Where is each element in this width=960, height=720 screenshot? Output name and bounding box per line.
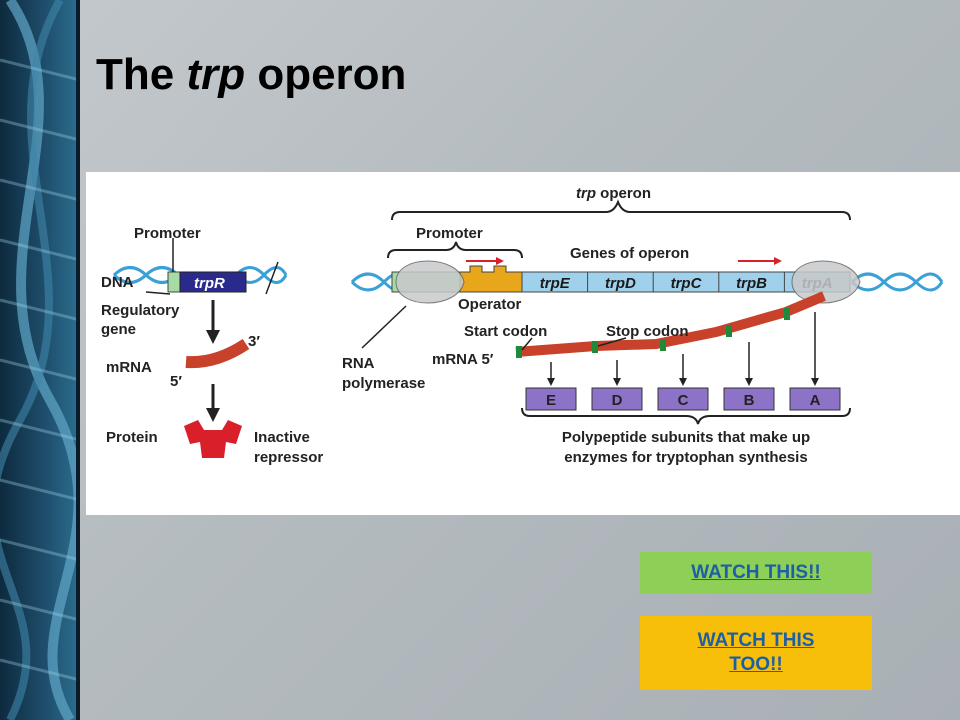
right-mrna-strand [515,291,826,357]
left-mrna-strand [185,338,250,369]
gene-label-trpd: trpD [605,275,636,292]
rna-polymerase-label-line1: RNA [342,355,375,372]
subunit-arrow-head [679,378,687,386]
subunit-box-c [657,387,709,411]
inactive-label-line1: Inactive [254,429,310,446]
operon-label: trp operon [576,185,651,202]
operon-brace [391,199,851,221]
regulatory-label-line2: gene [101,321,136,338]
strip-edge [76,0,80,720]
five-prime-label: 5′ [170,373,182,390]
stop-codon-label: Stop codon [606,323,689,340]
title-suffix: operon [245,50,407,99]
subunit-box-e [525,387,577,411]
subunit-label-e: E [546,392,556,409]
inactive-label-line2: repressor [254,449,323,466]
title-italic: trp [186,50,246,99]
left-promoter-label: Promoter [134,225,201,242]
subunit-brace [521,407,851,425]
rna-polymerase-right [791,260,861,304]
mrna5-label: mRNA 5′ [432,351,494,368]
left-mrna-label: mRNA [106,359,152,376]
subunit-label-b: B [744,392,755,409]
subunit-label-d: D [612,392,623,409]
operator-label: Operator [458,296,522,313]
polypeptide-label-line2: enzymes for tryptophan synthesis [564,449,807,466]
subunit-label-a: A [810,392,821,409]
dna-helix-decoration [0,0,80,720]
left-promoter-box [167,271,181,293]
slide-title: The trp operon [96,50,406,100]
trp-operon-diagram: trpR Promoter DNA Regulatory gene mRNA 3… [86,172,960,515]
dna-label: DNA [101,274,134,291]
codon-marks [516,308,790,358]
trpr-label: trpR [194,275,225,292]
subunit-arrow-head [547,378,555,386]
protein-label: Protein [106,429,158,446]
gene-dividers [587,272,785,292]
start-codon-label: Start codon [464,323,547,340]
subunit-arrow-head [811,378,819,386]
subunit-arrow-head [613,378,621,386]
gene-label-trpc: trpC [671,275,703,292]
genes-of-operon-label: Genes of operon [570,245,689,262]
trpr-gene-box [179,271,247,293]
three-prime-label: 3′ [248,333,260,350]
repressor-shape [184,420,242,458]
operator-box [459,265,523,293]
subunit-box-a [789,387,841,411]
rna-polymerase-left [395,260,465,304]
gene-label-trpb: trpB [736,275,767,292]
polypeptide-label-line1: Polypeptide subunits that make up [562,429,810,446]
right-promoter-label: Promoter [416,225,483,242]
promoter-brace [387,241,523,259]
subunit-arrows [547,312,819,386]
watch-this-link[interactable]: WATCH THIS!! [640,552,872,594]
watch-this-too-link[interactable]: WATCH THIS TOO!! [640,616,872,690]
subunit-arrow-head [745,378,753,386]
subunit-box-b [723,387,775,411]
subunit-label-c: C [678,392,689,409]
regulatory-label-line1: Regulatory [101,302,180,319]
rna-polymerase-label-line2: polymerase [342,375,425,392]
gene-label-trpe: trpE [540,275,571,292]
subunit-box-d [591,387,643,411]
title-prefix: The [96,50,187,99]
